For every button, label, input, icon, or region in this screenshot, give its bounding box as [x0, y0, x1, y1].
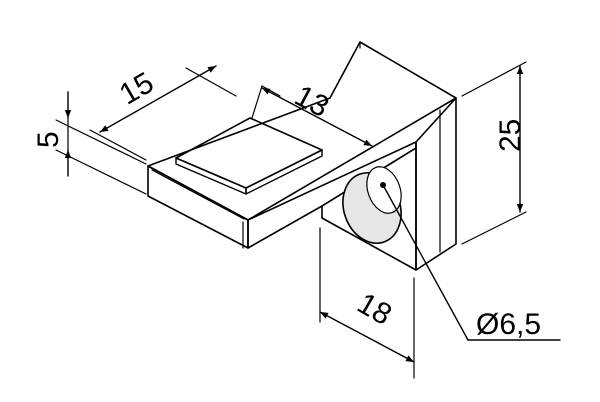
dim-line-13	[261, 87, 373, 147]
bracket-body	[147, 41, 457, 271]
dimension-25: 25	[461, 61, 527, 245]
dimension-15: 15	[89, 65, 237, 161]
hole-leader-line	[382, 184, 469, 341]
block-right-face	[415, 97, 457, 271]
dimension-18: 18	[319, 227, 415, 379]
pad-side-face-2	[245, 149, 323, 195]
dimension-hole-diameter: Ø6,5	[382, 184, 561, 341]
arm-top-face	[147, 41, 457, 221]
dim-line-18	[319, 311, 415, 363]
dim-label-25: 25	[494, 119, 527, 152]
dimension-5: 5	[32, 91, 147, 195]
dim-label-5: 5	[32, 131, 65, 148]
dimension-13: 13	[251, 79, 373, 147]
arm-front-face	[147, 165, 249, 249]
dim-label-18: 18	[352, 287, 397, 332]
dim-line-15	[99, 65, 217, 133]
raised-pad	[175, 117, 323, 195]
dim-label-13: 13	[289, 79, 334, 124]
dim-label-hole-diameter: Ø6,5	[476, 308, 541, 341]
dim-label-15: 15	[114, 66, 159, 111]
